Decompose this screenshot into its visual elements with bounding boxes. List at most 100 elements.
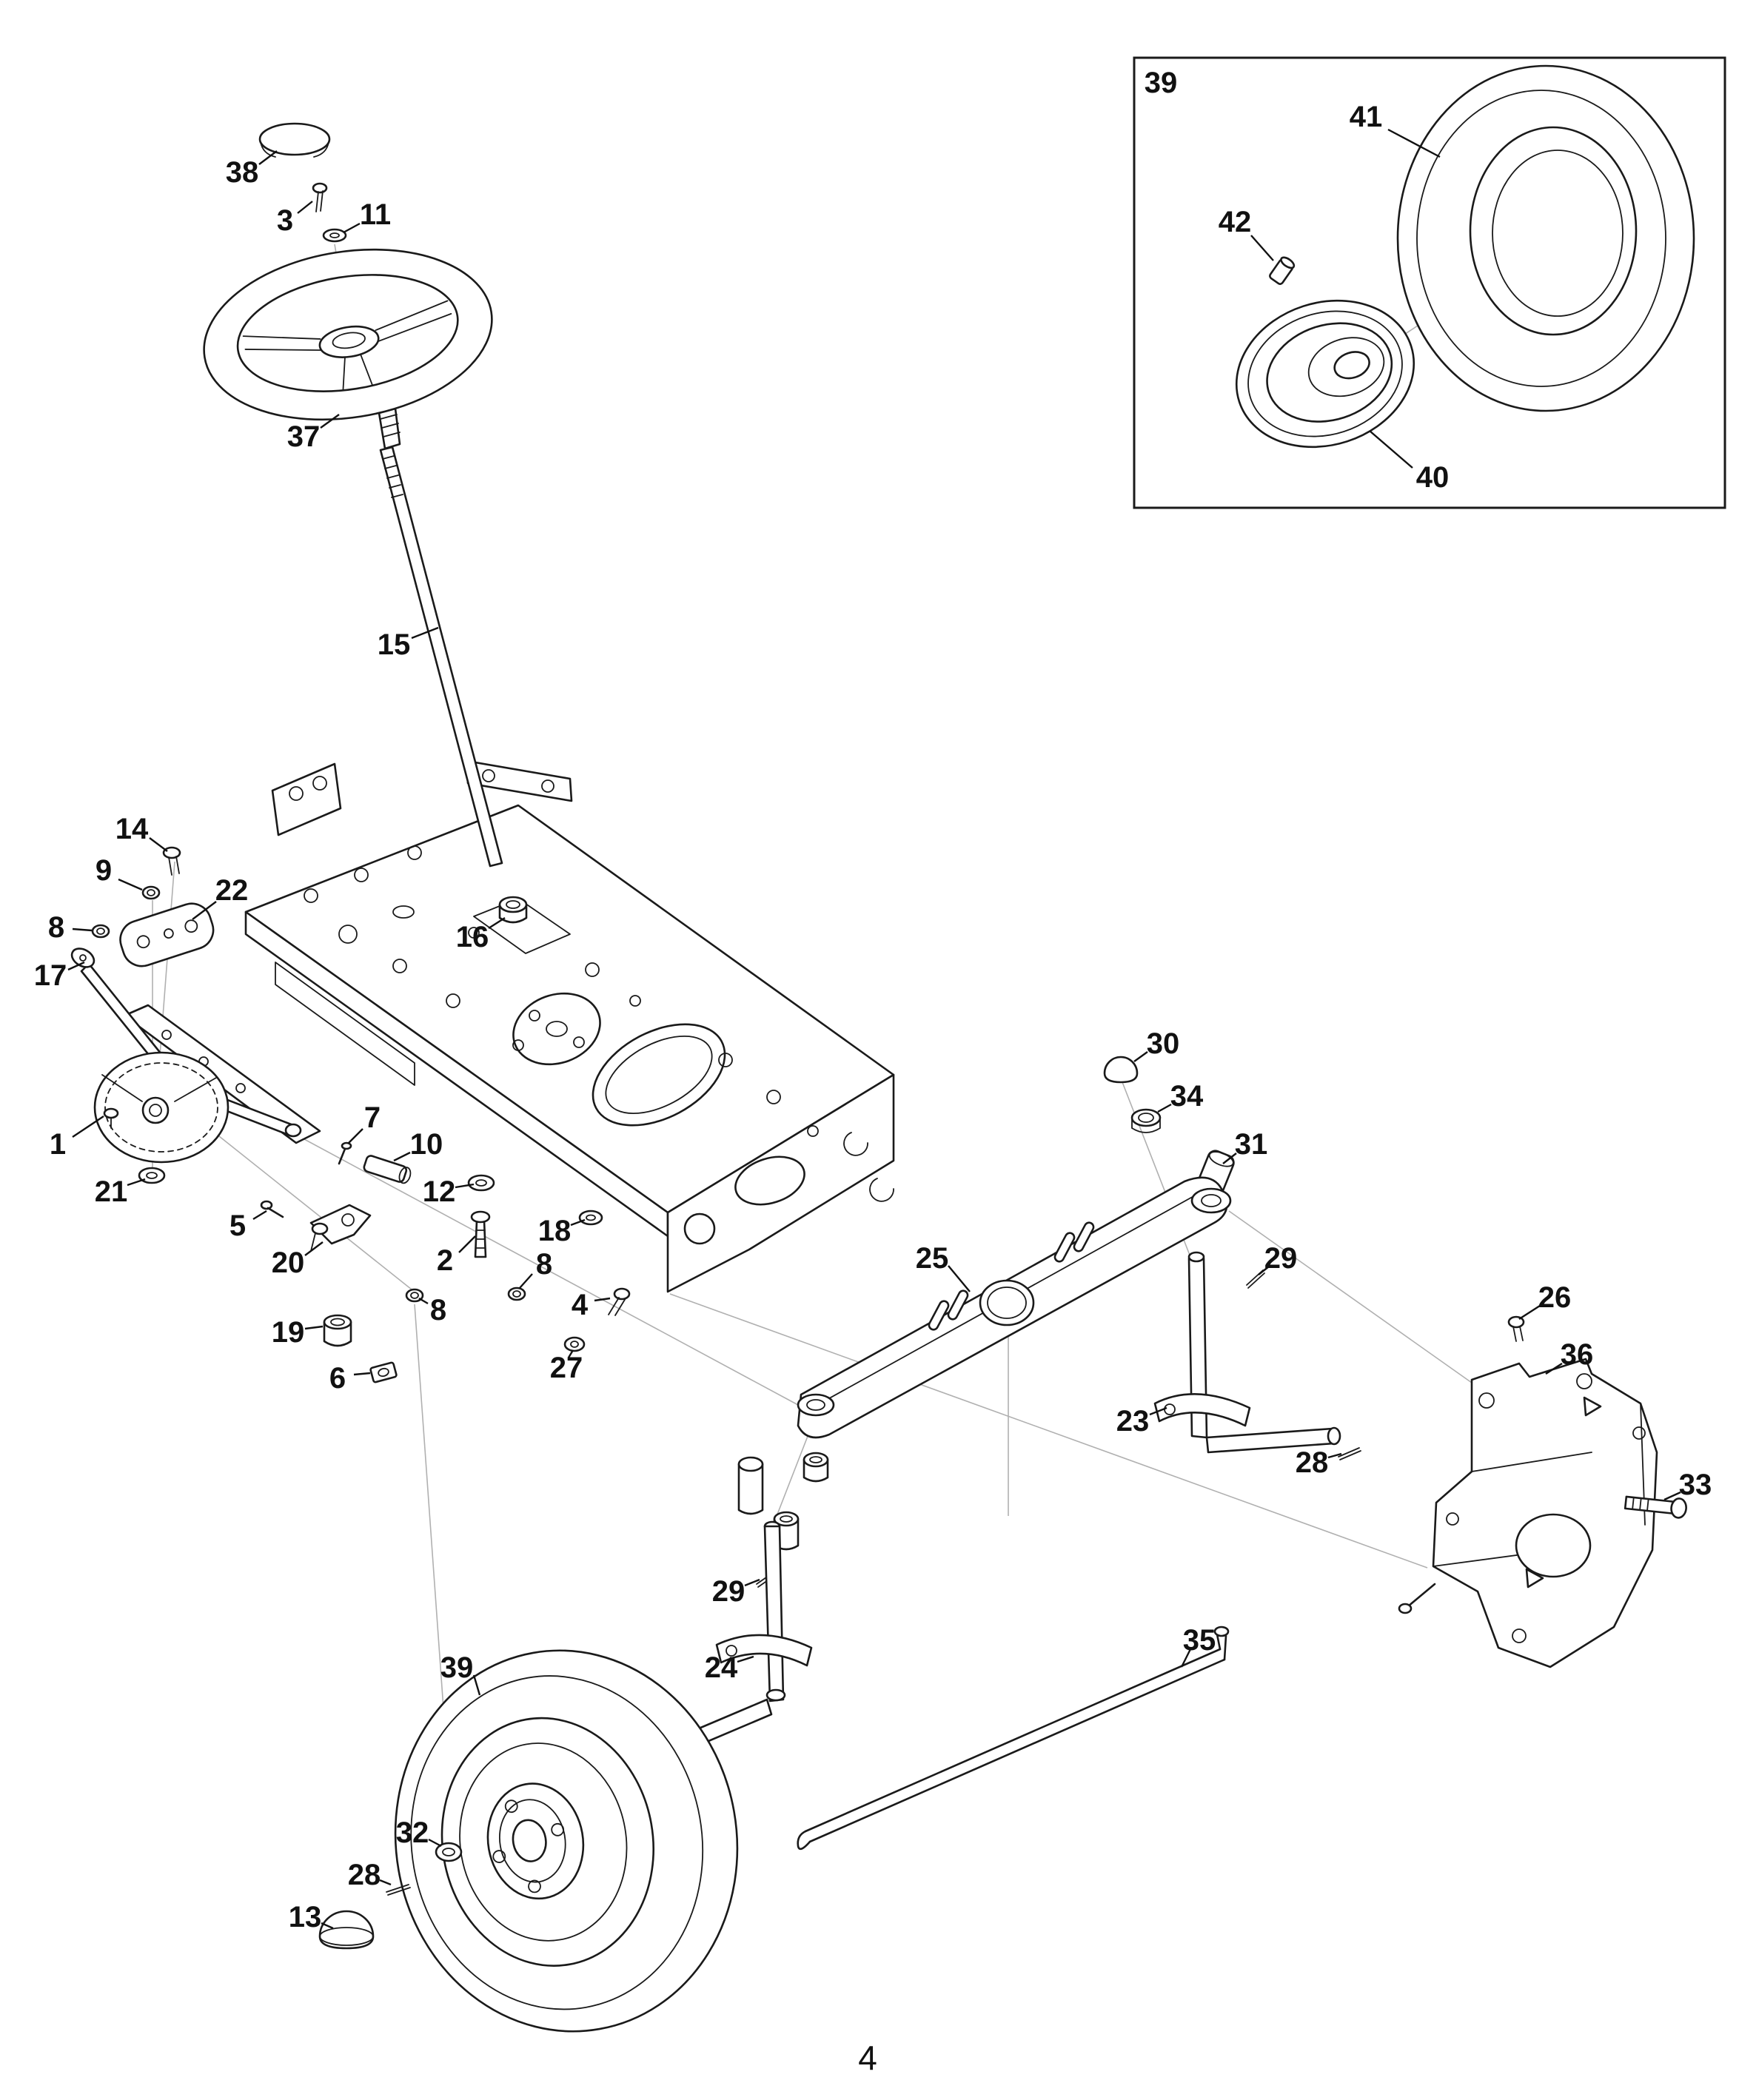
part-callout-8: 8	[536, 1248, 552, 1281]
part-callout-24: 24	[705, 1651, 738, 1684]
part-callout-7: 7	[364, 1101, 381, 1134]
spindle-right-part-23	[1153, 1251, 1341, 1454]
part-callout-39: 39	[440, 1651, 474, 1684]
part-callout-5: 5	[229, 1210, 246, 1242]
part-callout-27: 27	[550, 1352, 583, 1384]
nut-part-6	[369, 1361, 398, 1383]
bolt-part-33	[1624, 1495, 1687, 1519]
nut-part-9	[141, 885, 161, 900]
callout-leader-28	[379, 1879, 392, 1886]
callout-leader-18	[570, 1218, 586, 1227]
callout-leader-1	[72, 1116, 104, 1138]
bushing-part-34	[1130, 1108, 1162, 1133]
part-callout-23: 23	[1116, 1405, 1150, 1438]
steering-cap-part	[258, 122, 331, 158]
part-callout-19: 19	[272, 1316, 305, 1349]
part-callout-17: 17	[34, 959, 67, 992]
pin-part-28a	[1338, 1447, 1361, 1460]
callout-leader-27	[567, 1349, 574, 1358]
part-callout-36: 36	[1561, 1338, 1594, 1371]
part-callout-22: 22	[215, 874, 249, 907]
callout-leader-17	[67, 961, 85, 971]
part-callout-6: 6	[329, 1362, 346, 1395]
part-callout-41: 41	[1350, 101, 1383, 133]
callout-leader-10	[393, 1151, 411, 1162]
callout-leader-15	[411, 626, 439, 640]
callout-leader-5	[252, 1210, 267, 1221]
pin-part-7	[338, 1141, 352, 1165]
callout-leader-8	[418, 1297, 429, 1305]
callout-leader-31	[1222, 1153, 1237, 1164]
callout-leader-39	[472, 1674, 481, 1696]
callout-leader-21	[127, 1178, 146, 1187]
callout-leader-4	[594, 1297, 611, 1302]
steering-plate-part-22	[119, 902, 215, 967]
callout-leader-9	[118, 878, 143, 891]
front-wheel-group	[318, 1649, 739, 2033]
drag-link-part-35	[797, 1626, 1230, 1851]
part-callout-20: 20	[272, 1247, 305, 1279]
part-callout-1: 1	[50, 1128, 66, 1161]
part-callout-35: 35	[1183, 1624, 1216, 1657]
page-number: 4	[858, 2039, 877, 2077]
part-callout-14: 14	[115, 813, 149, 845]
part-callout-38: 38	[226, 156, 259, 189]
callout-leader-22	[192, 901, 217, 920]
axle-bracket-group	[1398, 1315, 1687, 1668]
callout-leader-29	[744, 1578, 760, 1587]
frame-round-plate	[512, 992, 601, 1066]
part-callout-18: 18	[538, 1215, 572, 1247]
rim-part-40	[1235, 299, 1415, 449]
frame-upper-bracket	[271, 762, 342, 836]
callout-leader-40	[1369, 430, 1413, 469]
part-callout-31: 31	[1235, 1128, 1268, 1161]
callout-leader-28	[1327, 1452, 1342, 1459]
callout-leader-29	[1258, 1266, 1270, 1275]
washer-part-11	[322, 228, 347, 243]
callout-leader-19	[304, 1325, 324, 1330]
bolt-part-4	[608, 1287, 631, 1316]
frame-oval-hole	[734, 1155, 805, 1206]
callout-leader-37	[320, 414, 340, 429]
part-callout-37: 37	[287, 420, 321, 453]
frame-front-face	[666, 1073, 895, 1293]
callout-leader-2	[458, 1235, 476, 1253]
part-callout-29: 29	[1264, 1242, 1298, 1275]
part-callout-29: 29	[712, 1575, 745, 1608]
tire-part-41	[1396, 64, 1695, 412]
callout-leader-20	[304, 1241, 324, 1256]
valve-stem-part-42	[1269, 256, 1296, 285]
washer-part-27	[563, 1336, 586, 1352]
callout-leader-8	[72, 927, 93, 932]
steering-arm-part-20	[309, 1204, 372, 1252]
part-callout-33: 33	[1679, 1469, 1712, 1501]
part-callout-8: 8	[430, 1294, 446, 1326]
part-callout-39: 39	[1145, 67, 1178, 99]
callout-leader-26	[1518, 1304, 1541, 1321]
callout-leader-42	[1250, 235, 1274, 261]
nut-part-8b	[507, 1286, 526, 1301]
part-callout-9: 9	[96, 854, 112, 887]
callout-leader-35	[1180, 1648, 1192, 1668]
callout-leader-36	[1545, 1362, 1563, 1375]
part-callout-28: 28	[348, 1859, 381, 1891]
pin-part-5	[260, 1200, 284, 1218]
steering-linkage-parts	[70, 846, 631, 1383]
part-callout-11: 11	[360, 198, 391, 231]
callout-leader-6	[353, 1372, 371, 1376]
axle-assembly	[664, 1056, 1361, 1758]
pin-part-28b	[386, 1884, 411, 1896]
washer-part-12	[467, 1174, 495, 1192]
callout-leader-33	[1663, 1491, 1681, 1501]
steering-wheel-part	[203, 248, 493, 421]
callout-leader-3	[297, 201, 313, 214]
callout-leader-25	[948, 1265, 971, 1292]
washer-part-32	[435, 1842, 463, 1862]
bushing-part-19	[323, 1314, 352, 1347]
callout-leader-7	[347, 1128, 363, 1144]
steering-wheel-assembly	[203, 122, 503, 868]
callout-leader-24	[737, 1655, 754, 1663]
bushing-stack-left	[737, 1452, 829, 1551]
